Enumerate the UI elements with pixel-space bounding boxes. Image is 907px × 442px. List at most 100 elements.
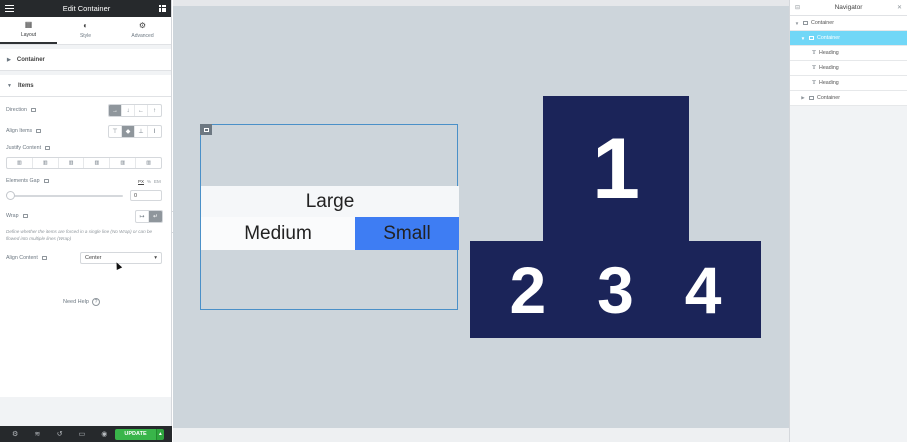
collapse-all-icon[interactable]: ⊟: [795, 5, 801, 11]
update-button[interactable]: UPDATE: [115, 428, 156, 440]
justify-content-control-label: Justify Content: [6, 145, 51, 151]
container-icon: [809, 96, 814, 100]
caret-right-icon: ▶: [7, 56, 11, 63]
editor-panel: Edit Container ▦ Layout ◐ Style ⚙ Advanc…: [0, 0, 172, 442]
need-help-label: Need Help: [63, 299, 89, 305]
responsive-desktop-icon[interactable]: [45, 146, 51, 150]
nav-item-heading[interactable]: T Heading: [790, 76, 907, 91]
gear-icon: ⚙: [138, 21, 147, 30]
justify-space-evenly-icon[interactable]: ▥: [146, 160, 151, 166]
heading-icon: T: [812, 65, 817, 71]
justify-content-label: Justify Content: [6, 145, 42, 151]
podium-first-place[interactable]: 1: [543, 96, 689, 242]
update-options-icon[interactable]: ▲: [155, 428, 165, 440]
elements-gap-label: Elements Gap: [6, 178, 40, 184]
align-end-icon[interactable]: ⊥: [135, 126, 148, 137]
caret-right-icon[interactable]: ▶: [801, 95, 805, 100]
elements-gap-control-label: Elements Gap: [6, 178, 49, 184]
align-stretch-icon[interactable]: Ⅰ: [153, 129, 156, 135]
podium-number-4: 4: [684, 252, 722, 327]
tab-style-label: Style: [79, 33, 92, 39]
elements-gap-input[interactable]: [130, 190, 162, 201]
selected-container[interactable]: Large Medium Small: [200, 124, 459, 310]
responsive-desktop-icon[interactable]: [22, 214, 28, 218]
section-container[interactable]: ▶ Container: [0, 49, 171, 71]
justify-content-buttons: ▥ ▥ ▥ ▥ ▥ ▥: [6, 157, 162, 169]
direction-column-reverse-icon[interactable]: ↑: [153, 107, 156, 114]
panel-title: Edit Container: [62, 4, 111, 13]
nav-item-container-selected[interactable]: ▼ Container: [790, 31, 907, 46]
direction-row-reverse-icon[interactable]: ←: [135, 105, 148, 116]
unit-px[interactable]: PX: [138, 179, 145, 184]
nav-item-container[interactable]: ▶ Container: [790, 91, 907, 106]
chevron-down-icon: ▾: [154, 255, 157, 261]
page-canvas: Large Medium Small 1 2 3 4: [173, 6, 789, 428]
wrap-icon[interactable]: ↵: [149, 211, 162, 222]
elements-gap-slider-handle[interactable]: [6, 191, 15, 200]
close-icon[interactable]: ✕: [896, 5, 902, 11]
tab-layout[interactable]: ▦ Layout: [0, 17, 57, 44]
align-content-control-label: Align Content: [6, 255, 47, 261]
nav-item-label: Container: [817, 35, 840, 41]
panel-footer: ⚙ ≋ ↺ ▭ ◉ UPDATE ▲: [0, 426, 172, 442]
justify-start-icon[interactable]: ▥: [7, 158, 33, 168]
responsive-desktop-icon[interactable]: [30, 108, 36, 112]
tab-advanced-label: Advanced: [131, 33, 154, 39]
question-icon: ?: [92, 298, 100, 306]
align-items-control-label: Align Items: [6, 128, 42, 134]
justify-end-icon[interactable]: ▥: [59, 158, 85, 168]
align-content-select[interactable]: Center ▾: [80, 252, 162, 264]
direction-row-icon[interactable]: →: [109, 105, 122, 116]
wrap-control-label: Wrap: [6, 213, 28, 219]
widgets-grid-icon[interactable]: [159, 5, 166, 12]
unit-percent[interactable]: %: [147, 179, 152, 184]
justify-space-around-icon[interactable]: ▥: [110, 158, 137, 168]
unit-switcher: PX % EM: [138, 179, 161, 184]
responsive-desktop-icon[interactable]: [41, 256, 47, 260]
nav-item-container-root[interactable]: ▼ Container: [790, 16, 907, 31]
responsive-desktop-icon[interactable]: [36, 129, 42, 133]
heading-large[interactable]: Large: [201, 186, 459, 217]
hamburger-menu-icon[interactable]: [5, 5, 14, 12]
layers-icon[interactable]: ≋: [34, 431, 41, 438]
responsive-mode-icon[interactable]: ▭: [78, 431, 86, 438]
navigator-title: Navigator: [834, 4, 863, 11]
tab-style[interactable]: ◐ Style: [57, 17, 114, 44]
navigator-tree: ▼ Container ▼ Container T Heading T Head…: [790, 16, 907, 106]
need-help-link[interactable]: Need Help ?: [63, 298, 100, 306]
nav-item-label: Heading: [819, 80, 839, 86]
align-start-icon[interactable]: ⊤: [109, 126, 122, 137]
wrap-label: Wrap: [6, 213, 19, 219]
caret-down-icon[interactable]: ▼: [800, 35, 806, 41]
preview-eye-icon[interactable]: ◉: [101, 431, 108, 438]
nav-item-heading[interactable]: T Heading: [790, 46, 907, 61]
navigator-panel: ⊟ Navigator ✕ ▼ Container ▼ Container T …: [789, 0, 907, 442]
direction-buttons: → ↓ ← ↑: [108, 104, 162, 117]
history-icon[interactable]: ↺: [56, 431, 63, 438]
settings-icon[interactable]: ⚙: [12, 431, 19, 438]
direction-column-icon[interactable]: ↓: [122, 105, 135, 116]
caret-down-icon: ▼: [7, 82, 12, 89]
container-icon: [203, 127, 209, 132]
heading-small[interactable]: Small: [355, 217, 459, 250]
nav-item-heading[interactable]: T Heading: [790, 61, 907, 76]
unit-em[interactable]: EM: [154, 179, 161, 184]
align-center-icon[interactable]: ◆: [122, 126, 135, 137]
tab-advanced[interactable]: ⚙ Advanced: [114, 17, 171, 44]
podium-number-2: 2: [509, 252, 547, 327]
responsive-desktop-icon[interactable]: [43, 179, 49, 183]
justify-center-icon[interactable]: ▥: [33, 158, 59, 168]
direction-label: Direction: [6, 107, 27, 113]
section-items[interactable]: ▼ Items: [0, 75, 171, 97]
update-button-group: UPDATE ▲: [115, 428, 165, 440]
elements-gap-slider-track[interactable]: [8, 195, 123, 197]
heading-medium[interactable]: Medium: [201, 217, 355, 250]
navigator-header: ⊟ Navigator ✕: [790, 0, 907, 16]
container-edit-handle[interactable]: [200, 124, 212, 135]
justify-space-between-icon[interactable]: ▥: [84, 158, 111, 168]
caret-down-icon[interactable]: ▼: [794, 20, 800, 26]
podium-lower-tier[interactable]: 2 3 4: [470, 241, 761, 338]
align-items-label: Align Items: [6, 128, 33, 134]
no-wrap-icon[interactable]: ↦: [136, 211, 149, 222]
heading-icon: T: [812, 50, 817, 56]
